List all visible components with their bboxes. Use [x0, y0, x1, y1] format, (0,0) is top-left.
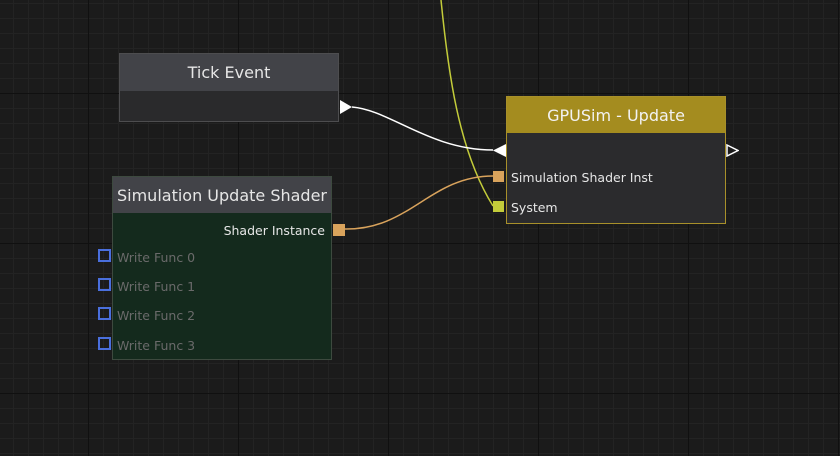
- simulation-update-shader-node[interactable]: Simulation Update Shader: [112, 176, 332, 360]
- simulation-shader-inst-pin[interactable]: [493, 171, 504, 182]
- write-func-2-pin[interactable]: [98, 307, 111, 320]
- shader-instance-wire[interactable]: [344, 175, 494, 230]
- gpusim-update-node[interactable]: GPUSim - Update: [506, 96, 726, 224]
- simulation-update-shader-body: [113, 213, 331, 359]
- gpusim-update-body: [507, 133, 725, 223]
- exec-arrow-icon[interactable]: [493, 144, 506, 157]
- simulation-update-shader-title: Simulation Update Shader: [113, 177, 331, 213]
- system-label: System: [511, 200, 558, 215]
- write-func-2-label: Write Func 2: [117, 308, 196, 323]
- system-pin[interactable]: [493, 201, 504, 212]
- gpusim-update-title: GPUSim - Update: [507, 97, 725, 133]
- write-func-3-label: Write Func 3: [117, 338, 196, 353]
- shader-instance-label: Shader Instance: [223, 223, 325, 238]
- tick-event-title: Tick Event: [120, 54, 338, 91]
- write-func-0-pin[interactable]: [98, 249, 111, 262]
- write-func-0-label: Write Func 0: [117, 250, 196, 265]
- exec-arrow-outline-icon[interactable]: [726, 144, 739, 157]
- exec-arrow-icon[interactable]: [340, 100, 352, 114]
- shader-instance-pin[interactable]: [333, 224, 345, 236]
- tick-event-body: [120, 91, 338, 121]
- tick-event-node[interactable]: Tick Event: [119, 53, 339, 122]
- simulation-shader-inst-label: Simulation Shader Inst: [511, 170, 653, 185]
- system-wire[interactable]: [440, 0, 494, 207]
- write-func-1-label: Write Func 1: [117, 279, 196, 294]
- exec-wire[interactable]: [351, 106, 494, 151]
- write-func-3-pin[interactable]: [98, 337, 111, 350]
- write-func-1-pin[interactable]: [98, 278, 111, 291]
